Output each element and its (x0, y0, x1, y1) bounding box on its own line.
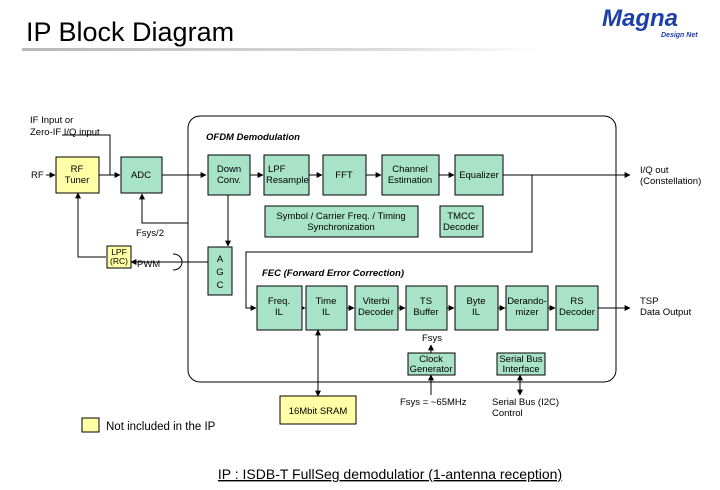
time-il-block (305, 285, 348, 331)
caption: IP : ISDB-T FullSeg demodulatior (1-ante… (218, 466, 562, 482)
lpf-tuner-line (75, 192, 106, 258)
viterbi-block (354, 285, 399, 331)
section-ofdm: OFDM Demodulation (206, 132, 300, 143)
serial-bus-block (496, 352, 546, 376)
lpf-rc-block (106, 245, 132, 269)
tmcc-block (439, 205, 484, 238)
adc-block (120, 156, 163, 194)
logo-tagline: Design Net (661, 32, 698, 39)
fsys-freq-label: Fsys = ~65MHz (400, 397, 467, 408)
freq-il-block (256, 285, 303, 331)
fsys-half-label: Fsys/2 (136, 228, 164, 239)
freq-il-label: Freq.IL (268, 296, 290, 318)
serial-bus-control-label: Serial Bus (I2C)Control (492, 397, 559, 419)
page-title: IP Block Diagram (26, 17, 234, 47)
iq-out-label: I/Q out(Constellation) (640, 165, 701, 187)
adc-label: ADC (131, 170, 151, 181)
channel-estimation-block (381, 154, 440, 196)
derandomizer-block (505, 285, 549, 331)
derandomizer-label: Derando-mizer (507, 296, 547, 318)
connections (46, 134, 631, 397)
lpf-rc-label: LPF(RC) (110, 247, 128, 266)
fft-label: FFT (335, 170, 353, 181)
legend-swatch (81, 417, 100, 433)
down-conv-block (207, 154, 251, 196)
pwm-loop (172, 253, 183, 271)
legend-text: Not included in the IP (106, 421, 216, 433)
rf-tuner-block (55, 156, 100, 194)
title-underline (22, 48, 542, 51)
rf-label: RF (31, 170, 44, 181)
sync-block (264, 205, 419, 238)
logo-brand: Magna (602, 5, 678, 32)
agc-block (207, 246, 233, 296)
sram-label: 16Mbit SRAM (289, 406, 348, 417)
if-input-line (62, 134, 111, 175)
byte-il-block (454, 285, 499, 331)
equalizer-block (454, 154, 504, 196)
ip-container (187, 115, 617, 383)
equalizer-label: Equalizer (459, 170, 499, 181)
sram-block (279, 395, 357, 425)
pwm-label: PWM (137, 259, 160, 270)
lpf-resample-block (263, 154, 310, 196)
clock-generator-block (407, 352, 456, 376)
fsys-label: Fsys (422, 333, 442, 344)
ts-buffer-block (405, 285, 448, 331)
fft-block (322, 154, 367, 196)
rs-decoder-block (555, 285, 599, 331)
section-fec: FEC (Forward Error Correction) (262, 268, 404, 279)
eq-fec-line (245, 175, 533, 311)
fsys-half-line (139, 193, 188, 224)
